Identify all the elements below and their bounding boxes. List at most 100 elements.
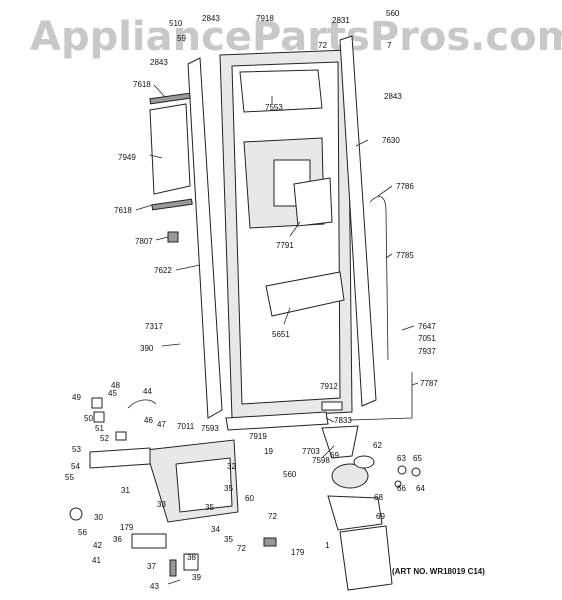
label-65[interactable]: 65 <box>413 454 422 463</box>
top-housing <box>239 69 323 113</box>
label-60[interactable]: 60 <box>245 494 254 503</box>
label-46[interactable]: 46 <box>144 416 153 425</box>
label-50[interactable]: 50 <box>84 414 93 423</box>
label-7051[interactable]: 7051 <box>418 334 436 343</box>
label-45[interactable]: 45 <box>108 389 117 398</box>
label-63[interactable]: 63 <box>397 454 406 463</box>
label-69-lower[interactable]: 69 <box>376 512 385 521</box>
label-64[interactable]: 64 <box>416 484 425 493</box>
label-7791[interactable]: 7791 <box>276 241 294 250</box>
label-7011[interactable]: 7011 <box>177 422 195 431</box>
label-7618-lower[interactable]: 7618 <box>114 206 132 215</box>
label-7787[interactable]: 7787 <box>420 379 438 388</box>
door-handle <box>149 103 191 195</box>
label-7919[interactable]: 7919 <box>249 432 267 441</box>
label-7-top[interactable]: 7 <box>387 41 392 50</box>
leader-7833 <box>325 417 335 423</box>
label-7833[interactable]: 7833 <box>334 416 352 425</box>
label-69-upper[interactable]: 69 <box>330 451 339 460</box>
leader-7647 <box>401 325 415 331</box>
label-560-top[interactable]: 560 <box>386 9 400 18</box>
part-37 <box>169 559 177 577</box>
label-2843-right[interactable]: 2843 <box>384 92 402 101</box>
label-7918[interactable]: 7918 <box>256 14 274 23</box>
drip-tray <box>265 271 345 317</box>
handle-cap-lower <box>151 198 193 211</box>
label-32[interactable]: 32 <box>227 462 236 471</box>
label-7703[interactable]: 7703 <box>302 447 320 456</box>
wire-44 <box>127 399 157 409</box>
label-55[interactable]: 55 <box>65 473 74 482</box>
owner-manual <box>339 525 393 591</box>
label-43[interactable]: 43 <box>150 582 159 591</box>
label-7807[interactable]: 7807 <box>135 237 153 246</box>
auger-motor <box>331 463 369 489</box>
label-36[interactable]: 36 <box>113 535 122 544</box>
label-7937[interactable]: 7937 <box>418 347 436 356</box>
small-bracket <box>167 231 179 243</box>
part-63 <box>397 465 407 475</box>
label-2843-left[interactable]: 2843 <box>150 58 168 67</box>
label-1[interactable]: 1 <box>325 541 330 550</box>
label-35-mid[interactable]: 35 <box>205 503 214 512</box>
label-7647[interactable]: 7647 <box>418 322 436 331</box>
label-7786[interactable]: 7786 <box>396 182 414 191</box>
switch-52 <box>115 431 127 441</box>
label-72-bottom[interactable]: 72 <box>237 544 246 553</box>
label-35-lower[interactable]: 35 <box>224 535 233 544</box>
front-bracket <box>89 447 151 469</box>
label-390[interactable]: 390 <box>140 344 154 353</box>
label-53[interactable]: 53 <box>72 445 81 454</box>
label-54[interactable]: 54 <box>71 462 80 471</box>
label-2831[interactable]: 2831 <box>332 16 350 25</box>
label-33[interactable]: 33 <box>157 500 166 509</box>
label-42[interactable]: 42 <box>93 541 102 550</box>
label-51[interactable]: 51 <box>95 424 104 433</box>
switch-49 <box>91 397 103 409</box>
label-49[interactable]: 49 <box>72 393 81 402</box>
label-44[interactable]: 44 <box>143 387 152 396</box>
label-38[interactable]: 38 <box>187 553 196 562</box>
label-39[interactable]: 39 <box>192 573 201 582</box>
label-7912[interactable]: 7912 <box>320 382 338 391</box>
label-5651[interactable]: 5651 <box>272 330 290 339</box>
label-47[interactable]: 47 <box>157 420 166 429</box>
label-62[interactable]: 62 <box>373 441 382 450</box>
label-59[interactable]: 59 <box>177 34 186 43</box>
leader-7630 <box>355 139 369 147</box>
label-7785[interactable]: 7785 <box>396 251 414 260</box>
label-56[interactable]: 56 <box>78 528 87 537</box>
label-7598[interactable]: 7598 <box>312 456 330 465</box>
label-7622[interactable]: 7622 <box>154 266 172 275</box>
label-7949[interactable]: 7949 <box>118 153 136 162</box>
label-30[interactable]: 30 <box>94 513 103 522</box>
label-41[interactable]: 41 <box>92 556 101 565</box>
label-52[interactable]: 52 <box>100 434 109 443</box>
leader-7598 <box>321 445 335 459</box>
label-35-upper[interactable]: 35 <box>224 484 233 493</box>
label-31[interactable]: 31 <box>121 486 130 495</box>
leader-7618b <box>135 204 153 211</box>
label-510[interactable]: 510 <box>169 19 183 28</box>
label-7593[interactable]: 7593 <box>201 424 219 433</box>
label-2843-top[interactable]: 2843 <box>202 14 220 23</box>
label-19[interactable]: 19 <box>264 447 273 456</box>
label-34[interactable]: 34 <box>211 525 220 534</box>
label-48[interactable]: 48 <box>111 381 120 390</box>
label-179-lower[interactable]: 179 <box>291 548 305 557</box>
label-72-lower[interactable]: 72 <box>268 512 277 521</box>
label-7553[interactable]: 7553 <box>265 103 283 112</box>
label-68[interactable]: 68 <box>374 493 383 502</box>
label-7618-upper[interactable]: 7618 <box>133 80 151 89</box>
label-7630[interactable]: 7630 <box>382 136 400 145</box>
label-179-upper[interactable]: 179 <box>120 523 134 532</box>
label-66[interactable]: 66 <box>397 484 406 493</box>
label-37[interactable]: 37 <box>147 562 156 571</box>
label-560-lower[interactable]: 560 <box>283 470 297 479</box>
label-72-top[interactable]: 72 <box>318 41 327 50</box>
water-tube <box>369 196 389 361</box>
label-7317[interactable]: 7317 <box>145 322 163 331</box>
switch-50 <box>93 411 105 423</box>
crusher-housing <box>327 495 383 531</box>
